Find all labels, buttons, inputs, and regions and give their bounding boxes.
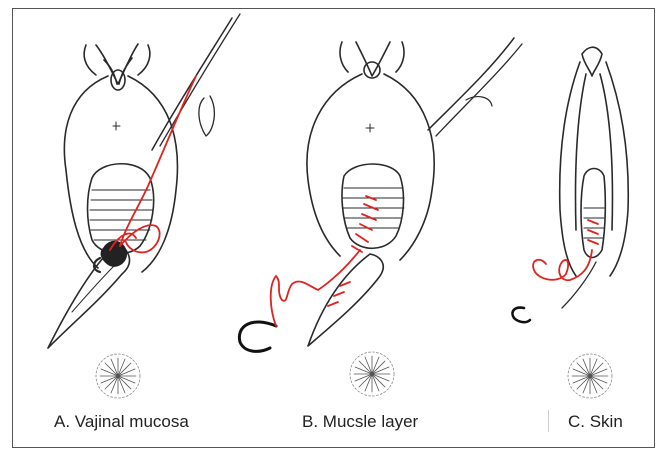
- caption-panel-b: B. Mucsle layer: [302, 412, 418, 432]
- caption-panel-a: A. Vajinal mucosa: [54, 412, 189, 432]
- panel-a-drawing: [48, 14, 240, 398]
- caption-divider: [548, 410, 549, 432]
- caption-panel-c: C. Skin: [568, 412, 623, 432]
- panel-c-drawing: [512, 47, 628, 398]
- panel-b-drawing: [239, 38, 522, 396]
